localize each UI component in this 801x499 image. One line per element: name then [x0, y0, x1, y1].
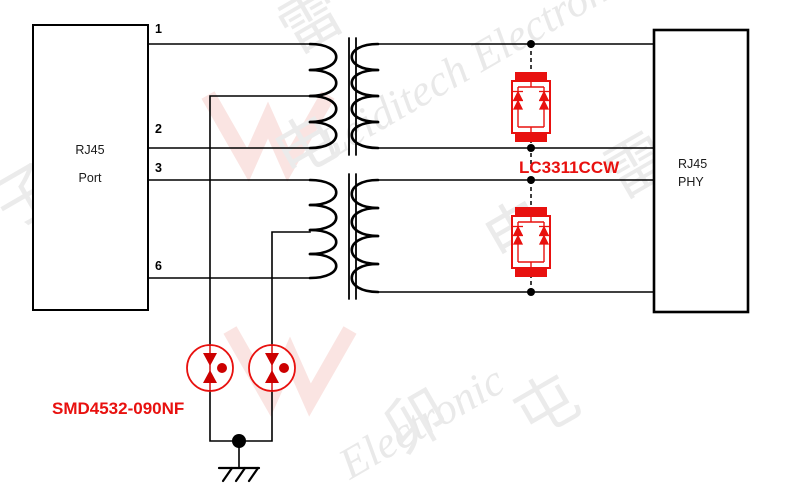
- label-smd4532-090nf: SMD4532-090NF: [52, 399, 184, 418]
- junction-ground: [232, 434, 246, 448]
- junction-dots: [232, 40, 535, 448]
- rj45-phy-label-line1: RJ45: [678, 157, 707, 171]
- junction-upper-tvs-bottom: [527, 144, 535, 152]
- junction-upper-tvs-top: [527, 40, 535, 48]
- transformer-layer: [308, 37, 380, 300]
- wire-upper-centertap: [209, 95, 311, 346]
- rj45-phy-outline: [652, 28, 750, 314]
- wire-layer: [147, 43, 655, 469]
- upper-transformer-primary-coil: [308, 42, 338, 150]
- watermark-cjk-5: 屯: [501, 359, 591, 453]
- tvs-lower-diodes: [512, 225, 550, 245]
- rj45-port-block[interactable]: RJ45 Port: [32, 24, 149, 311]
- pin-number-3: 3: [155, 161, 162, 175]
- ground-hatch-1: [221, 466, 234, 483]
- rj45-port-label-line1: RJ45: [75, 143, 104, 157]
- label-lc3311ccw: LC3311CCW: [519, 158, 620, 177]
- tvs-upper-pad-top: [515, 72, 547, 81]
- rj45-port-outline: [32, 24, 149, 311]
- lower-transformer-primary-coil: [308, 178, 338, 280]
- part-label-layer: LC3311CCW SMD4532-090NF: [52, 158, 620, 418]
- pin-number-6: 6: [155, 259, 162, 273]
- pin-number-layer: 1 2 3 6: [155, 22, 162, 273]
- pin-number-1: 1: [155, 22, 162, 36]
- tvs-lower-pad-bottom: [515, 268, 547, 277]
- rj45-port-label-line2: Port: [79, 171, 102, 185]
- gdt-left[interactable]: [186, 344, 234, 392]
- tvs-upper-diodes: [512, 90, 550, 110]
- gdt-right[interactable]: [248, 344, 296, 392]
- junction-lower-tvs-bottom: [527, 288, 535, 296]
- rj45-phy-block[interactable]: RJ45 PHY: [652, 28, 750, 314]
- wire-lower-centertap: [271, 231, 311, 346]
- tvs-lower-pad-top: [515, 207, 547, 216]
- ground-symbol: [217, 466, 261, 483]
- ground-hatch-2: [234, 466, 247, 483]
- gdt-left-gas-dot: [217, 363, 227, 373]
- lower-transformer-core: [348, 173, 357, 300]
- wire-gdt2-to-ground: [238, 390, 273, 442]
- gdt-right-gas-dot: [279, 363, 289, 373]
- rj45-phy-label-line2: PHY: [678, 175, 704, 189]
- wire-gdt1-to-ground: [209, 390, 240, 442]
- upper-transformer-core: [348, 37, 357, 156]
- watermark-cjk-1: 雷: [266, 0, 356, 68]
- ground-hatch-3: [247, 466, 260, 483]
- tvs-array-lower[interactable]: [511, 180, 551, 292]
- tvs-upper-pad-bottom: [515, 133, 547, 142]
- tvs-array-upper[interactable]: [511, 44, 551, 170]
- upper-transformer-secondary-coil: [350, 42, 380, 150]
- pin-number-2: 2: [155, 122, 162, 136]
- lower-transformer-secondary-coil: [350, 178, 380, 294]
- junction-lower-tvs-top: [527, 176, 535, 184]
